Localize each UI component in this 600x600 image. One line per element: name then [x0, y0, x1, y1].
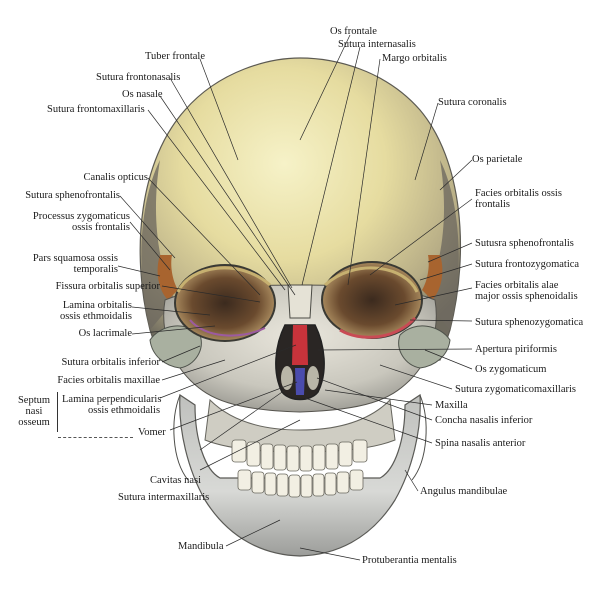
label-vomer: Vomer — [138, 427, 166, 438]
orbit-left — [174, 264, 276, 342]
label-spina-nasalis-anterior: Spina nasalis anterior — [435, 438, 526, 449]
label-sutura-sphenofrontalis-left: Sutura sphenofrontalis — [25, 190, 120, 201]
label-mandibula: Mandibula — [178, 541, 224, 552]
label-sutura-internasalis: Sutura internasalis — [338, 39, 416, 50]
label-sutura-intermaxillaris: Sutura intermaxillaris — [118, 492, 210, 503]
leader-lines — [117, 34, 473, 561]
vomer-shape — [295, 368, 305, 395]
label-lamina-orbitalis-1: Lamina orbitalis — [62, 300, 132, 311]
label-os-frontale: Os frontale — [330, 26, 377, 37]
label-facies-orbitalis-frontalis-2: frontalis — [475, 199, 510, 210]
label-margo-orbitalis: Margo orbitalis — [382, 53, 447, 64]
label-septum-3: osseum — [18, 417, 50, 428]
label-lamina-orbitalis-2: ossis ethmoidalis — [59, 311, 132, 322]
orbit-left-rim — [176, 266, 272, 293]
zygoma-right — [398, 325, 451, 369]
label-facies-orbitalis-alae-1: Facies orbitalis alae — [475, 280, 559, 291]
label-pars-squamosa-1: Pars squamosa ossis — [32, 253, 118, 264]
septum-bracket — [54, 392, 58, 432]
orbit-right-rim — [323, 266, 419, 293]
label-sutura-frontozygomatica: Sutura frontozygomatica — [475, 259, 580, 270]
label-facies-orbitalis-maxillae: Facies orbitalis maxillae — [57, 375, 160, 386]
label-angulus-mandibulae: Angulus mandibulae — [420, 486, 508, 497]
label-sutura-frontomaxillaris: Sutura frontomaxillaris — [47, 104, 145, 115]
label-facies-orbitalis-frontalis-1: Facies orbitalis ossis — [475, 188, 562, 199]
orbit-left-pink — [189, 319, 266, 337]
zygoma-left — [149, 325, 202, 369]
label-lamina-perpendicularis-1: Lamina perpendicularis — [62, 394, 162, 405]
concha-left — [281, 366, 293, 390]
label-processus-zygomaticus-2: ossis frontalis — [71, 222, 130, 233]
concha-right — [307, 366, 319, 390]
label-cavitas-nasi: Cavitas nasi — [150, 475, 202, 486]
mandible-ramus-right — [411, 394, 427, 481]
label-maxilla: Maxilla — [435, 400, 468, 411]
label-tuber-frontale: Tuber frontale — [145, 51, 205, 62]
label-pars-squamosa-2: temporalis — [73, 264, 118, 275]
septum-dash — [58, 437, 133, 438]
orbit-right-pink — [339, 316, 417, 339]
label-os-zygomaticum: Os zygomaticum — [475, 364, 547, 375]
nasal-septum-red — [292, 325, 308, 365]
label-septum-1: Septum — [17, 395, 51, 406]
label-sutura-frontonasalis: Sutura frontonasalis — [96, 72, 181, 83]
sphenoid-wing-right — [422, 255, 443, 300]
label-os-lacrimale: Os lacrimale — [78, 328, 132, 339]
label-protuberantia-mentalis: Protuberantia mentalis — [362, 555, 457, 566]
label-sutura-coronalis: Sutura coronalis — [438, 97, 507, 108]
sphenoid-wing-left — [157, 255, 178, 300]
label-canalis-opticus: Canalis opticus — [83, 172, 148, 183]
label-os-nasale: Os nasale — [122, 89, 163, 100]
lower-teeth — [237, 469, 364, 498]
label-facies-orbitalis-alae-2: major ossis sphenoidalis — [475, 291, 578, 302]
label-septum-2: nasi — [25, 406, 43, 417]
label-processus-zygomaticus-1: Processus zygomaticus — [32, 211, 130, 222]
label-lamina-perpendicularis-2: ossis ethmoidalis — [88, 405, 161, 416]
label-sutura-sphenozygomatica: Sutura sphenozygomatica — [475, 317, 584, 328]
label-sutura-zygomaticomaxillaris: Sutura zygomaticomaxillaris — [455, 384, 577, 395]
label-apertura-piriformis: Apertura piriformis — [475, 344, 557, 355]
label-os-parietale: Os parietale — [472, 154, 523, 165]
label-sutura-orbitalis-inferior: Sutura orbitalis inferior — [61, 357, 160, 368]
upper-teeth — [231, 439, 368, 472]
label-concha-nasalis-inferior: Concha nasalis inferior — [435, 415, 533, 426]
mandible-ramus-left — [173, 394, 189, 481]
label-fissura-orbitalis-superior: Fissura orbitalis superior — [55, 281, 160, 292]
label-sutusra-sphenofrontalis: Sutusra sphenofrontalis — [475, 238, 574, 249]
